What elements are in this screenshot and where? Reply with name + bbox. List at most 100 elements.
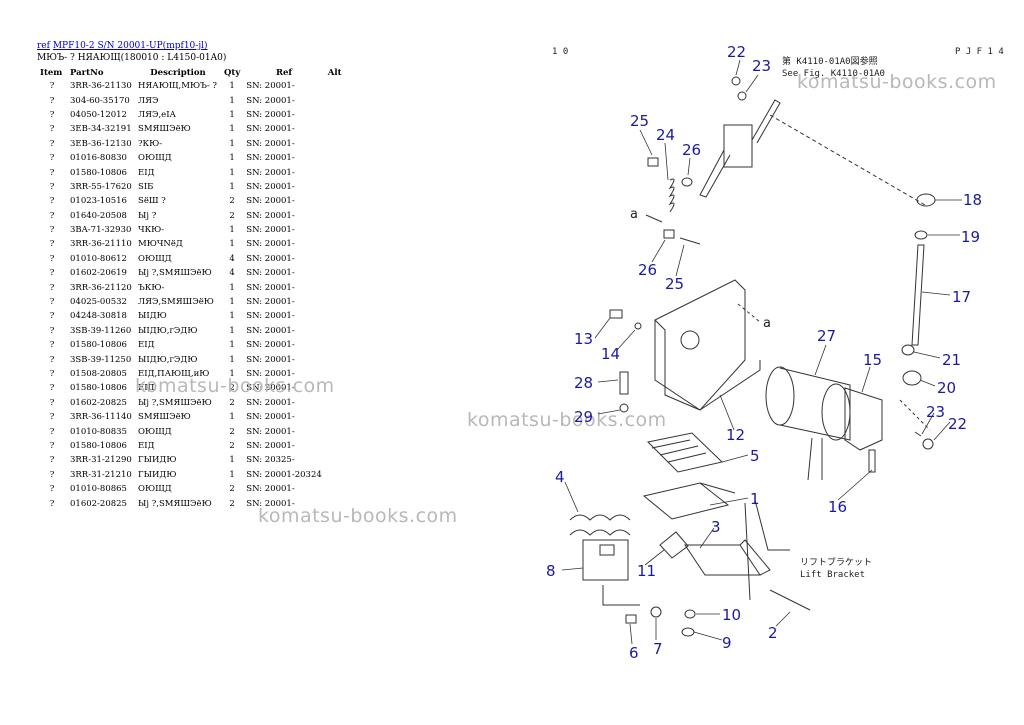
- cell-partno: 01023-10516: [70, 196, 127, 207]
- cell-partno: 3RR-36-21130: [70, 81, 132, 92]
- nut: [731, 76, 741, 86]
- bolt-head: [609, 309, 623, 319]
- cell-item: ?: [49, 325, 55, 336]
- callout-26: 26: [638, 261, 657, 279]
- cell-item: ?: [49, 484, 55, 495]
- cell-item: ?: [49, 282, 55, 293]
- cell-description: ЛЯЭ,еIА: [138, 109, 176, 120]
- cell-description: Ыј ?,SМЯШЭёЮ: [138, 397, 212, 408]
- callout-12: 12: [726, 426, 745, 444]
- cell-partno: 3RR-55-17620: [70, 181, 132, 192]
- leader-line: [744, 499, 790, 601]
- cell-qty: 1: [229, 325, 235, 336]
- cell-ref: SN: 20001-: [246, 138, 295, 149]
- callout-2: 2: [768, 624, 778, 642]
- arrow-mark: a: [763, 316, 771, 331]
- ref-link[interactable]: ref: [37, 41, 50, 51]
- cell-ref: SN: 20001-: [246, 297, 295, 308]
- cell-item: ?: [49, 440, 55, 451]
- washer: [684, 609, 696, 619]
- cell-description: ЫIДЮ: [138, 311, 167, 322]
- cell-qty: 1: [229, 354, 235, 365]
- callout-22: 22: [948, 415, 967, 433]
- arrow-mark: a: [630, 207, 638, 222]
- cell-description: SIБ: [138, 181, 154, 192]
- reference-en: See Fig. K4110-01A0: [782, 69, 885, 79]
- adjust-rod: [911, 244, 925, 346]
- col-header-description: Description: [150, 67, 206, 78]
- header: ref MPF10-2 S/N 20001-UP(mpf10-jl) МЮЪ- …: [37, 40, 226, 64]
- callout-10: 10: [722, 606, 741, 624]
- cell-ref: SN: 20001-: [246, 325, 295, 336]
- cell-partno: 01580-10806: [70, 340, 127, 351]
- cell-qty: 1: [229, 412, 235, 423]
- cell-qty: 1: [229, 297, 235, 308]
- cell-qty: 1: [229, 469, 235, 480]
- parts-table: Item PartNo Description Qty Ref Alt ?3RR…: [37, 66, 361, 511]
- nut: [922, 438, 934, 450]
- cell-description: ЧКЮ-: [138, 225, 165, 236]
- cell-partno: 04025-00532: [70, 297, 127, 308]
- model-link[interactable]: MPF10-2 S/N 20001-UP(mpf10-jl): [52, 41, 208, 51]
- lock-nut: [914, 230, 928, 240]
- cell-description: ГЫИДЮ: [138, 469, 177, 480]
- cell-qty: 2: [229, 484, 235, 495]
- cell-ref: SN: 20001-: [246, 181, 295, 192]
- cell-item: ?: [49, 181, 55, 192]
- cell-partno: 01580-10806: [70, 440, 127, 451]
- arrow-line: [737, 303, 761, 323]
- cell-partno: 01602-20619: [70, 268, 127, 279]
- cell-qty: 1: [229, 124, 235, 135]
- cell-description: ?КЮ-: [138, 138, 163, 149]
- cell-item: ?: [49, 124, 55, 135]
- watermark: komatsu-books.com: [135, 375, 335, 397]
- col-header-item: Item: [40, 67, 63, 78]
- cell-description: ОЮЩД: [138, 253, 172, 264]
- watermark: komatsu-books.com: [467, 409, 667, 431]
- lift-bracket-en: Lift Bracket: [800, 570, 865, 580]
- callout-16: 16: [828, 498, 847, 516]
- cell-description: МЮЧNёД: [138, 239, 183, 250]
- cell-item: ?: [49, 369, 55, 379]
- cell-qty: 1: [229, 81, 235, 92]
- cell-ref: SN: 20001-: [246, 124, 295, 135]
- bolt-shaft: [679, 237, 701, 245]
- cell-description: Ыј ?,SМЯШЭёЮ: [138, 498, 212, 509]
- cell-partno: 3RR-36-21120: [70, 282, 132, 293]
- callout-25: 25: [630, 112, 649, 130]
- col-header-ref: Ref: [275, 67, 293, 78]
- watermark: komatsu-books.com: [797, 71, 997, 93]
- arrow-line: [645, 214, 663, 223]
- nut: [663, 229, 675, 239]
- cell-qty: 1: [229, 340, 235, 351]
- cell-partno: 01010-80835: [70, 426, 127, 437]
- callout-24: 24: [656, 126, 675, 144]
- cell-item: ?: [49, 153, 55, 164]
- col-header-partno: PartNo: [70, 67, 104, 78]
- callout-18: 18: [963, 191, 982, 209]
- cell-partno: 01010-80612: [70, 253, 127, 264]
- cell-qty: 2: [229, 210, 235, 221]
- cell-item: ?: [49, 109, 55, 120]
- cell-partno: 01508-20805: [70, 369, 127, 379]
- callout-25: 25: [665, 275, 684, 293]
- callout-17: 17: [952, 288, 971, 306]
- callout-23: 23: [752, 57, 771, 75]
- cell-description: SМЯШЭёЮ: [138, 124, 191, 135]
- cell-description: ЛЯЭ,SМЯШЭёЮ: [138, 297, 214, 308]
- shim: [659, 531, 689, 559]
